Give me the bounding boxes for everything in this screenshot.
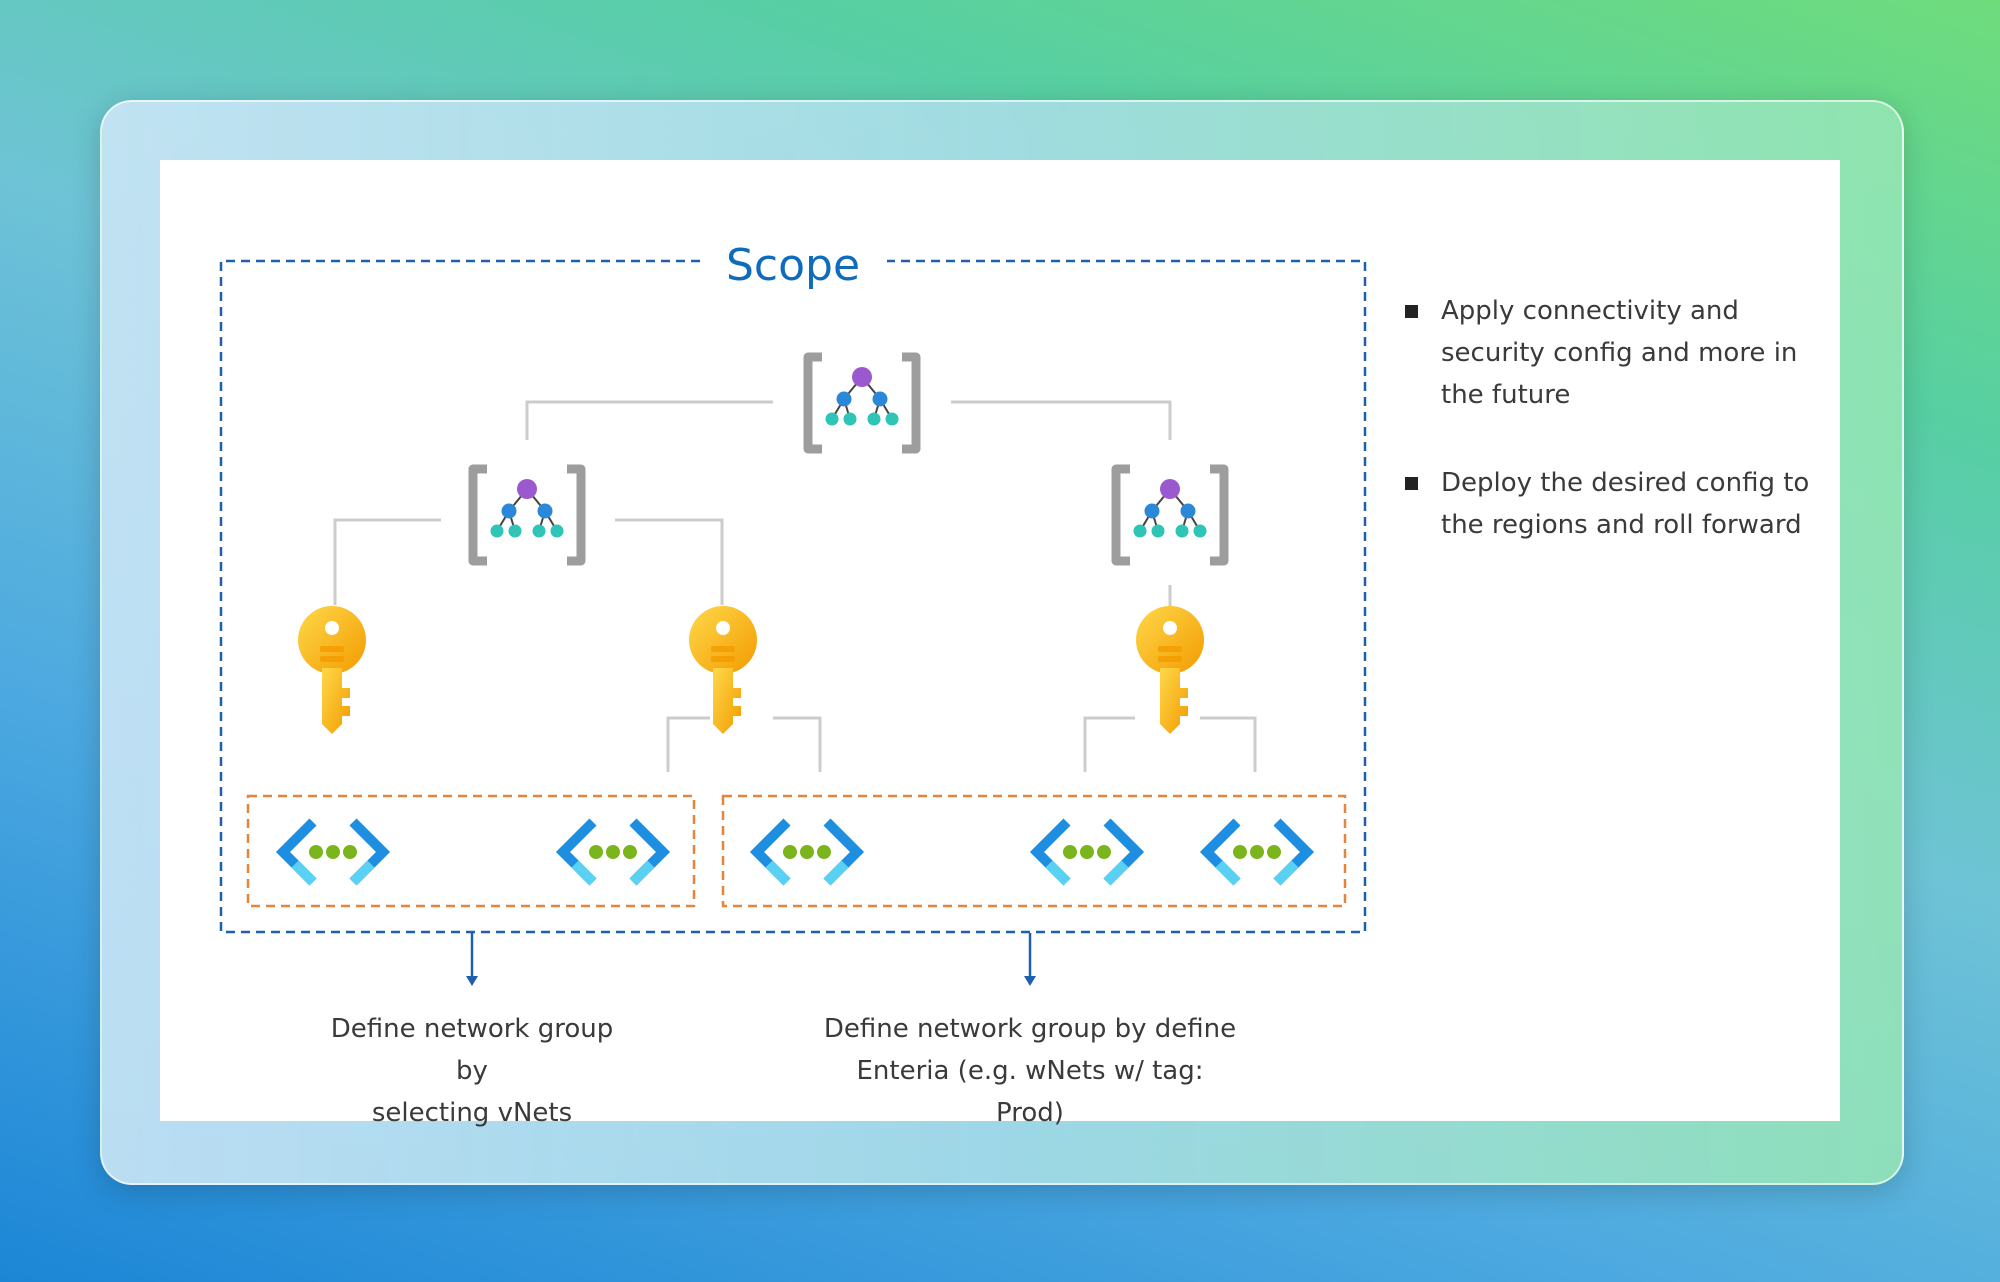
- management-group-icon: [1116, 469, 1224, 561]
- arrow-left: [466, 933, 478, 986]
- connector-lines: [333, 400, 1257, 772]
- management-group-icon: [808, 357, 916, 449]
- bullet-line: the future: [1441, 380, 1571, 410]
- bullet-item: Apply connectivity and security config a…: [1405, 290, 1825, 416]
- bullet-square-icon: [1405, 305, 1418, 318]
- key-icon: [689, 606, 757, 734]
- caption-line: Enteria (e.g. wNets w/ tag: Prod): [856, 1056, 1204, 1128]
- network-group-box-right: [721, 794, 1347, 908]
- caption-line: Define network group by define: [823, 1014, 1237, 1044]
- network-group-box-left: [246, 794, 696, 908]
- scope-border: [219, 259, 1367, 934]
- key-icon: [298, 606, 366, 734]
- arrow-right: [1024, 933, 1036, 986]
- bullet-item: Deploy the desired config to the regions…: [1405, 462, 1825, 546]
- scope-title: Scope: [726, 240, 860, 291]
- bullet-square-icon: [1405, 477, 1418, 490]
- virtual-network-icon: [563, 822, 663, 882]
- virtual-network-icon: [1037, 822, 1137, 882]
- caption-line: Define network group by: [330, 1014, 614, 1086]
- bullet-list: Apply connectivity and security config a…: [1405, 290, 1825, 592]
- virtual-network-icon: [283, 822, 383, 882]
- bullet-line: Deploy the desired config to: [1441, 468, 1810, 498]
- management-group-icon: [473, 469, 581, 561]
- virtual-network-icon: [757, 822, 857, 882]
- virtual-network-icon: [1207, 822, 1307, 882]
- bullet-line: the regions and roll forward: [1441, 510, 1802, 540]
- caption-line: selecting vNets: [371, 1098, 573, 1128]
- caption-define-criteria: Define network group by define Enteria (…: [820, 1008, 1240, 1134]
- key-icon: [1136, 606, 1204, 734]
- bullet-line: security config and more in: [1441, 338, 1798, 368]
- slide: Scope: [160, 160, 1840, 1128]
- bullet-line: Apply connectivity and: [1441, 296, 1739, 326]
- scope-diagram: Scope: [219, 240, 1367, 986]
- caption-select-vnets: Define network group by selecting vNets: [312, 1008, 632, 1134]
